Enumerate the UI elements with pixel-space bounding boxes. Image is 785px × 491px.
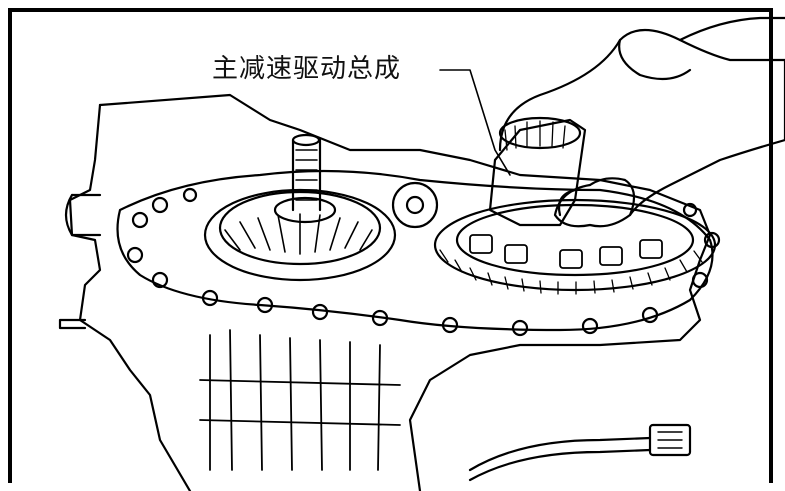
callout-leader-line — [439, 69, 511, 176]
figure-frame — [8, 8, 773, 483]
glove-finger-2 — [557, 188, 577, 217]
clutch-drum-inner — [218, 190, 382, 266]
left-pin — [58, 318, 87, 330]
case-flange — [116, 169, 714, 332]
glove-finger-1 — [588, 177, 636, 217]
ring-gear-teeth — [439, 249, 703, 295]
drive-assembly-body — [488, 118, 587, 227]
ring-gear-inner — [455, 203, 695, 277]
drive-assembly-gear — [498, 116, 582, 150]
glove-thumb — [618, 38, 692, 81]
input-shaft-top — [291, 133, 321, 147]
transaxle-case-outline — [98, 93, 712, 491]
input-shaft-splines — [295, 149, 318, 201]
clutch-drum-splines — [224, 213, 373, 255]
callout-label: 主减速驱动总成 — [212, 54, 402, 84]
left-case-wall — [68, 103, 192, 491]
ring-gear-outer — [433, 198, 717, 292]
differential-case-windows — [469, 234, 663, 269]
idler-gear — [391, 181, 439, 229]
lower-case-ribs — [199, 329, 401, 471]
glove-cuff — [678, 16, 785, 42]
wiring-harness — [468, 436, 652, 472]
input-shaft — [291, 138, 322, 212]
flange-bolt-holes — [126, 187, 721, 337]
electrical-connector — [648, 423, 692, 457]
left-shaft-stub — [64, 193, 102, 237]
hand-glove — [498, 29, 785, 228]
drive-assembly-gear-teeth — [504, 120, 566, 151]
clutch-drum-hub — [273, 196, 337, 224]
